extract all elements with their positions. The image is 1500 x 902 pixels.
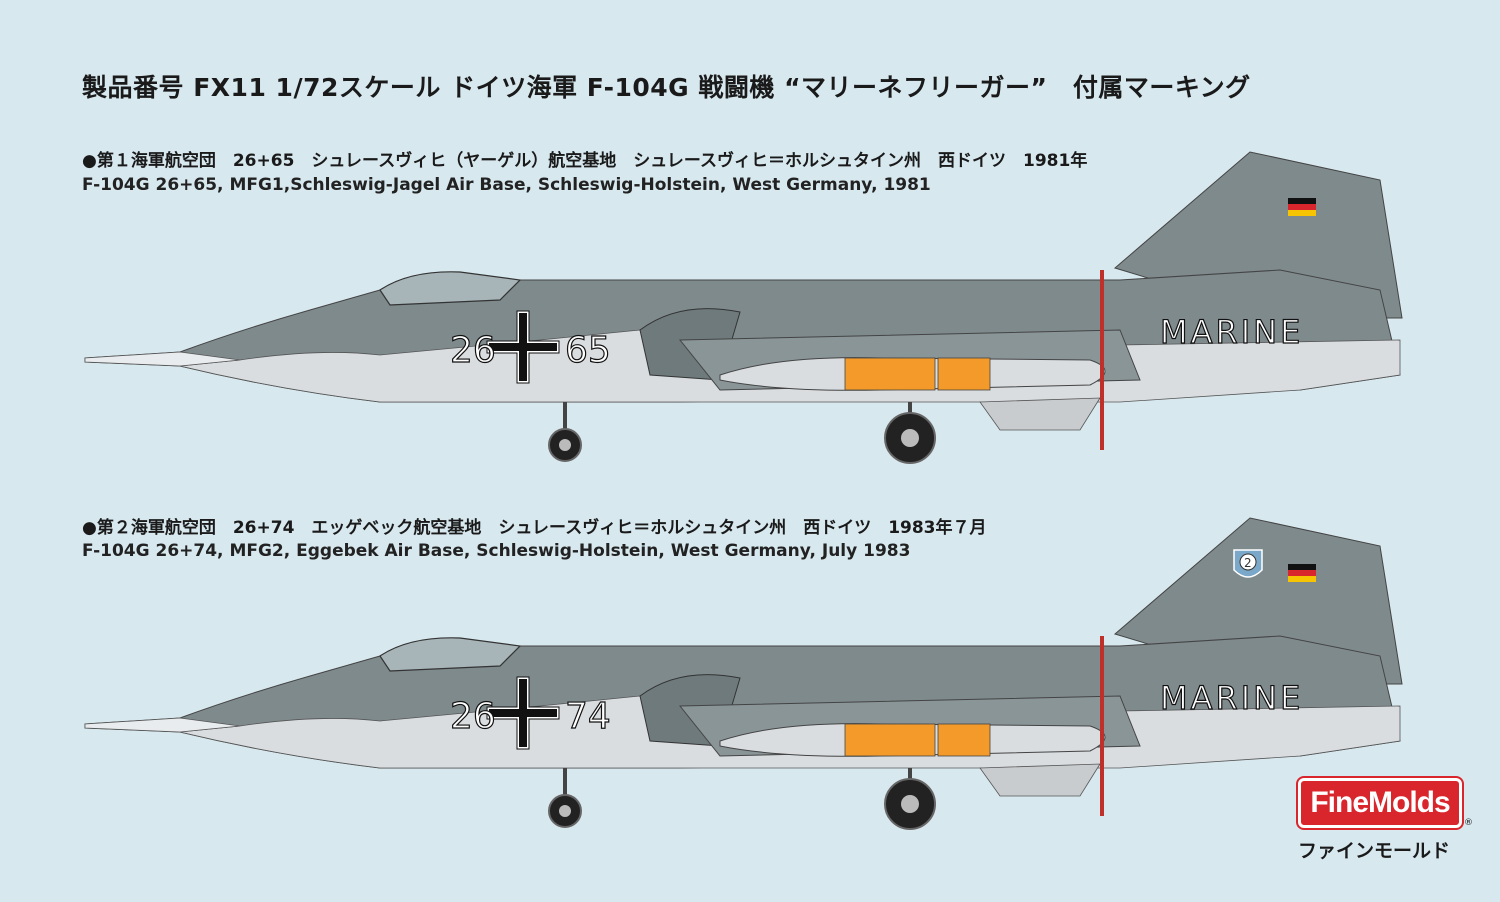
squadron-badge-number: 2 <box>1244 556 1252 570</box>
page-title: 製品番号 FX11 1/72スケール ドイツ海軍 F-104G 戦闘機 “マリー… <box>82 73 1251 102</box>
balkenkreuz-icon <box>486 676 560 750</box>
serial-code-left: 26 <box>450 330 496 371</box>
brand-logo-text: FineMolds <box>1310 786 1450 819</box>
marine-lettering: MARINE <box>1160 679 1303 717</box>
registered-mark: ® <box>1464 818 1473 828</box>
aircraft-profile-2: 2 26 74 MARINE <box>84 517 1403 830</box>
brand-kana: ファインモールド <box>1298 840 1451 862</box>
serial-code-right: 65 <box>565 330 611 371</box>
profile-2-caption-en: F-104G 26+74, MFG2, Eggebek Air Base, Sc… <box>82 541 911 561</box>
marine-lettering: MARINE <box>1160 313 1303 351</box>
balkenkreuz-icon <box>486 310 560 384</box>
aircraft-body <box>84 517 1403 830</box>
finemolds-logo: FineMolds <box>1298 778 1462 828</box>
profile-1-caption-jp: ●第１海軍航空団 26+65 シュレースヴィヒ（ヤーゲル）航空基地 シュレースヴ… <box>82 151 1088 171</box>
serial-code-left: 26 <box>450 696 496 737</box>
aircraft-profile-1: 26 65 MARINE <box>84 151 1403 464</box>
squadron-badge-icon: 2 <box>1233 549 1263 578</box>
serial-code-right: 74 <box>565 696 611 737</box>
aircraft-body <box>84 151 1403 464</box>
profile-1-caption-en: F-104G 26+65, MFG1,Schleswig-Jagel Air B… <box>82 175 931 195</box>
profile-2-caption-jp: ●第２海軍航空団 26+74 エッゲベック航空基地 シュレースヴィヒ＝ホルシュタ… <box>82 518 987 538</box>
brand-block: FineMolds ® ファインモールド <box>1292 778 1473 868</box>
